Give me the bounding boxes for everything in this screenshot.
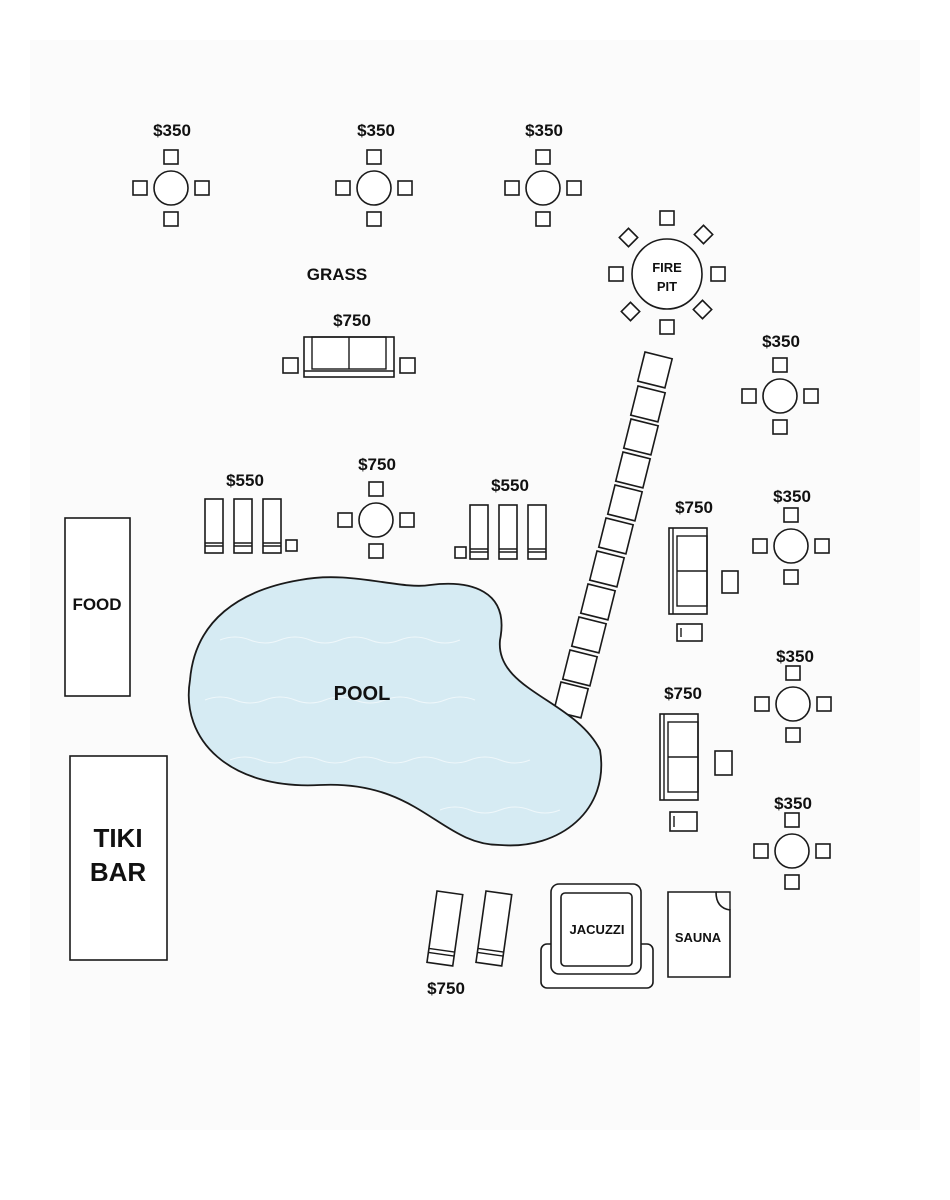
loungers-right[interactable]: $550 xyxy=(454,476,547,560)
side-table xyxy=(454,546,467,559)
food-box xyxy=(64,517,131,697)
ottoman xyxy=(676,623,703,642)
tiki-bar-label: TIKI xyxy=(93,823,142,853)
table-right-1[interactable]: $350 xyxy=(741,332,819,435)
price-label: $350 xyxy=(525,121,563,140)
table-right-2[interactable]: $350 xyxy=(752,487,830,585)
side-table xyxy=(721,570,739,594)
lounger xyxy=(475,890,513,967)
fire-pit-seat xyxy=(692,299,713,320)
fire-pit-label: PIT xyxy=(657,279,677,294)
side-table xyxy=(285,539,298,552)
fire-pit-seat xyxy=(693,224,714,245)
price-label: $750 xyxy=(675,498,713,517)
price-label: $750 xyxy=(358,455,396,474)
price-label: $750 xyxy=(333,311,371,330)
table-top-right[interactable]: $350 xyxy=(504,121,582,227)
food-label: FOOD xyxy=(72,595,121,614)
fire-pit-label: FIRE xyxy=(652,260,682,275)
fire-pit-seat xyxy=(618,227,639,248)
table-top-left[interactable]: $350 xyxy=(132,121,210,227)
table-top-middle[interactable]: $350 xyxy=(335,121,413,227)
price-label: $550 xyxy=(226,471,264,490)
price-label: $350 xyxy=(773,487,811,506)
ottoman xyxy=(669,811,698,832)
sauna-label: SAUNA xyxy=(675,930,722,945)
jacuzzi-inner xyxy=(560,892,633,967)
fire-pit-seat xyxy=(659,319,675,335)
price-label: $750 xyxy=(427,979,465,998)
fire-pit-seat xyxy=(710,266,726,282)
lounger xyxy=(426,890,464,967)
price-label: $550 xyxy=(491,476,529,495)
side-seat xyxy=(282,357,299,374)
sauna-box xyxy=(667,891,731,978)
fire-pit-seat xyxy=(608,266,624,282)
tiki-bar-label: BAR xyxy=(90,857,147,887)
fire-pit-circle xyxy=(631,238,703,310)
loungers-bottom[interactable]: $750 xyxy=(426,890,513,998)
sofa-grass[interactable]: $750 xyxy=(282,311,416,378)
price-label: $350 xyxy=(774,794,812,813)
side-seat xyxy=(399,357,416,374)
grass-label: GRASS xyxy=(307,265,367,284)
pool[interactable]: POOL xyxy=(187,576,603,847)
sofa-right-2[interactable]: $750 xyxy=(659,684,733,832)
price-label: $350 xyxy=(357,121,395,140)
jacuzzi-label: JACUZZI xyxy=(570,922,625,937)
pool-water xyxy=(187,576,603,847)
fire-pit-seat xyxy=(620,301,641,322)
table-center[interactable]: $750 xyxy=(337,455,415,559)
price-label: $350 xyxy=(776,647,814,666)
tiki-bar-box xyxy=(69,755,168,961)
price-label: $350 xyxy=(762,332,800,351)
side-table xyxy=(714,750,733,776)
tiki-bar[interactable]: TIKI BAR xyxy=(69,755,168,961)
food-stand[interactable]: FOOD xyxy=(64,517,131,697)
fire-pit[interactable]: FIRE PIT xyxy=(608,210,726,335)
loungers-left[interactable]: $550 xyxy=(204,471,298,554)
table-right-3[interactable]: $350 xyxy=(754,647,832,743)
table-right-4[interactable]: $350 xyxy=(753,794,831,890)
sauna[interactable]: SAUNA xyxy=(667,891,731,978)
sofa-right-1[interactable]: $750 xyxy=(668,498,739,642)
walkway xyxy=(552,351,674,719)
price-label: $750 xyxy=(664,684,702,703)
fire-pit-seat xyxy=(659,210,675,226)
price-label: $350 xyxy=(153,121,191,140)
jacuzzi[interactable]: JACUZZI xyxy=(540,883,654,989)
pool-label: POOL xyxy=(334,683,391,705)
